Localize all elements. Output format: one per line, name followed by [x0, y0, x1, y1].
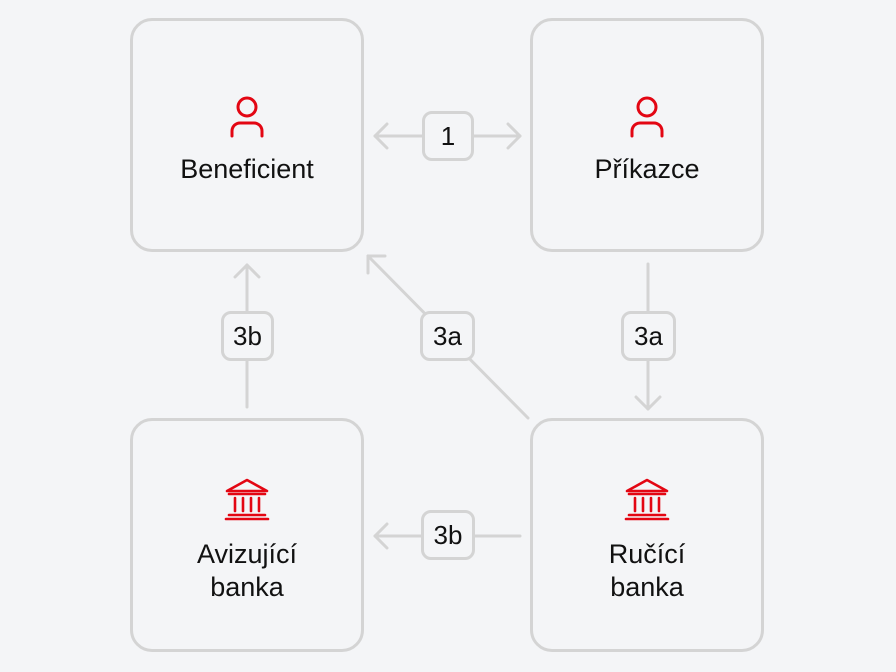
node-rucici-banka: Ručící banka [530, 418, 764, 652]
step-badge: 3b [421, 510, 475, 560]
arrowhead-up-left [366, 254, 387, 275]
arrowhead-down [634, 395, 662, 411]
node-label-line: banka [610, 572, 684, 602]
step-badge: 3b [221, 311, 274, 361]
arrowhead-left [373, 122, 389, 150]
step-badge: 3a [621, 311, 676, 361]
bank-icon [224, 478, 270, 521]
arrowhead-left [373, 522, 389, 550]
arrowhead-up [233, 263, 261, 279]
node-label-line: Avizující [196, 539, 298, 569]
node-label: Avizující banka [197, 538, 297, 604]
node-beneficient: Beneficient [130, 18, 364, 252]
person-icon [630, 96, 664, 137]
node-label: Příkazce [594, 153, 700, 184]
node-avizujici-banka: Avizující banka [130, 418, 364, 652]
step-badge: 1 [422, 111, 474, 161]
arrowhead-right [506, 122, 522, 150]
node-label: Beneficient [180, 153, 314, 184]
step-badge: 3a [420, 311, 475, 361]
person-icon [230, 96, 264, 137]
node-prikazce: Příkazce [530, 18, 764, 252]
bank-icon [624, 478, 670, 521]
node-label-line: banka [210, 572, 284, 602]
node-label-line: Ručící [608, 539, 686, 569]
node-label: Ručící banka [609, 538, 686, 604]
